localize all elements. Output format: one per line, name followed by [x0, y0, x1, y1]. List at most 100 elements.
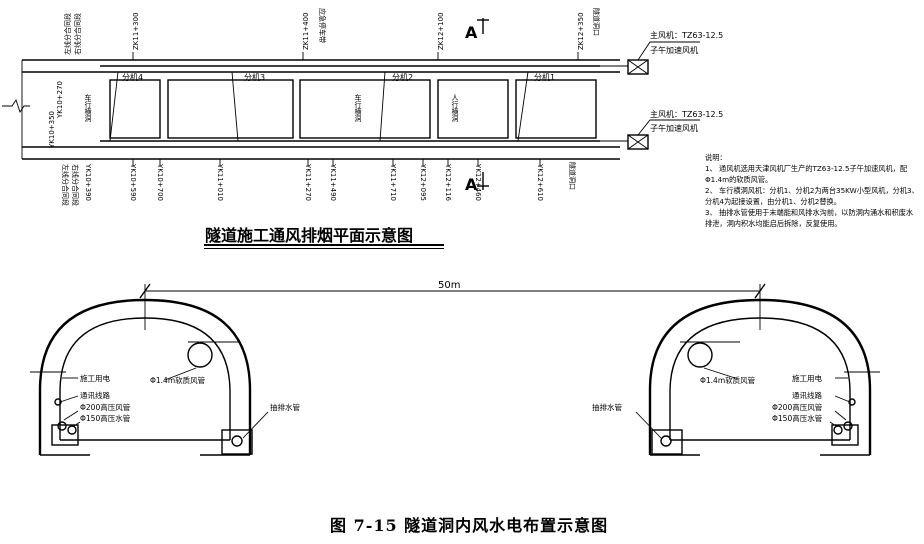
top-portal-label: 隧道洞口 — [592, 8, 601, 36]
bottom-left-code: YK10+390 — [84, 163, 92, 201]
cross-duct-2 — [379, 71, 386, 142]
figure-caption: 图 7-15 隧道洞内风水电布置示意图 — [330, 516, 609, 535]
left-pipe1-leader — [63, 410, 79, 421]
right-drain-box-l — [651, 429, 683, 455]
fan-label-4: 分机4 — [122, 72, 143, 82]
pillar-1 — [109, 79, 161, 139]
left-inner-lining — [59, 317, 231, 440]
section-mark-bottom: A — [465, 175, 478, 194]
left-pipe1-label: Φ200高压风管 — [80, 402, 131, 412]
bottom-station-3: YK11+010 — [216, 163, 224, 201]
right-pipe-2 — [843, 421, 853, 431]
left-drain-label: 抽排水管 — [270, 402, 300, 412]
bottom-station-10: YK12+610 — [536, 163, 544, 201]
right-duct-leader — [703, 367, 736, 379]
plan-title-underline — [204, 244, 444, 249]
emergency-bay-label: 应急停车带 — [318, 8, 327, 43]
bottom-station-7: YK12+095 — [419, 163, 427, 201]
right-drain-label: 抽排水管 — [592, 402, 622, 412]
left-duct-circle — [187, 342, 213, 368]
top-station-3: ZK12+100 — [437, 12, 445, 50]
pillar-5 — [515, 79, 597, 139]
fan-label-2: 分机2 — [392, 72, 413, 82]
left-pipe2-label: Φ150高压水管 — [80, 413, 131, 423]
break-mark — [2, 98, 30, 114]
left-pipe-2 — [57, 421, 67, 431]
main-fan-top-2: 子午加速风机 — [650, 45, 698, 55]
cross-tunnel-label-1: 车行横洞 — [84, 93, 92, 122]
bottom-left-contract-2: 右线分合同段 — [71, 164, 80, 206]
left-duct-label: Φ1.4m软质风管 — [150, 375, 206, 385]
cross-duct-4 — [109, 71, 119, 142]
left-drain-pipe — [231, 435, 243, 447]
right-pipe2-leader — [829, 421, 837, 427]
pillar-4 — [437, 79, 509, 139]
cross-duct-3 — [231, 71, 239, 142]
note-item-3: 3、 抽排水管使用于末端能和风排水沟前，以防洞内涌水和积废水排泄，洞内积水均能启… — [705, 208, 914, 228]
notes-heading: 说明： — [705, 153, 727, 162]
left-station-2: YK10+350 — [48, 111, 56, 149]
bottom-station-4: YK11+270 — [304, 163, 312, 201]
right-comm-leader — [834, 395, 851, 403]
pillar-2 — [167, 79, 294, 139]
bottom-station-8: YK12+116 — [444, 163, 452, 202]
pillar-3 — [299, 79, 431, 139]
main-fan-top-1: 主风机：TZ63-12.5 — [650, 30, 723, 40]
leader-bottom — [637, 119, 700, 136]
left-drain-box-r — [221, 429, 253, 455]
cross-tunnel-label-3: 人行横洞 — [451, 94, 459, 122]
note-item-1: 1、 通风机选用天津风机厂生产的TZ63-12.5子午加速风机，配Φ1.4m的软… — [705, 164, 908, 184]
bottom-station-1: YK10+590 — [129, 163, 137, 201]
left-outer-lining — [38, 298, 252, 455]
note-item-2: 2、 车行横洞风机：分机1、分机2为两台35KW小型风机，分机3、分机4为起接设… — [705, 186, 919, 206]
left-pipe2-leader — [73, 421, 81, 427]
left-power-label: 施工用电 — [80, 373, 110, 383]
right-pipe1-label: Φ200高压风管 — [772, 402, 823, 412]
left-drain-box-l — [51, 424, 79, 446]
right-duct-label: Φ1.4m软质风管 — [700, 375, 756, 385]
leader-top — [637, 41, 700, 61]
right-outer-lining — [648, 298, 872, 455]
bottom-station-6: YK11+710 — [389, 163, 397, 201]
left-drain-leader — [242, 411, 269, 439]
left-comm-leader — [59, 395, 79, 403]
fan-x4 — [627, 134, 649, 150]
left-pipe-3 — [67, 425, 77, 435]
cross-tunnel-label-2: 车行横洞 — [354, 93, 362, 122]
top-left-contract-1: 左线分合同段 — [63, 13, 72, 55]
notes-block: 说明： 1、 通风机选用天津风机厂生产的TZ63-12.5子午加速风机，配Φ1.… — [705, 152, 920, 229]
top-ticks — [132, 52, 579, 60]
top-left-contract-2: 右线分合同段 — [73, 13, 82, 55]
bottom-ticks — [132, 159, 541, 166]
cross-duct-1 — [517, 71, 529, 142]
right-pipe-3 — [833, 425, 843, 435]
section-mark-top: A — [465, 23, 478, 42]
main-fan-bottom-2: 子午加速风机 — [650, 123, 698, 133]
right-power-label: 施工用电 — [792, 373, 822, 383]
bottom-station-5: YK11+490 — [329, 163, 337, 201]
left-comm-label: 通讯线路 — [80, 390, 110, 400]
fan-label-3: 分机3 — [244, 72, 265, 82]
right-pipe2-label: Φ150高压水管 — [772, 413, 823, 423]
left-duct-leader — [164, 367, 197, 381]
top-station-2: ZK11+400 — [302, 12, 310, 50]
bottom-left-contract-1: 左线分合同段 — [61, 164, 70, 206]
right-comm-label: 通讯线路 — [792, 390, 822, 400]
top-station-4: ZK12+350 — [577, 12, 585, 50]
plan-title: 隧道施工通风排烟平面示意图 — [205, 226, 414, 245]
right-duct-circle — [687, 342, 713, 368]
bottom-station-2: YK10+700 — [156, 163, 164, 201]
top-station-1: ZK11+300 — [132, 12, 140, 50]
right-inner-lining — [669, 317, 851, 440]
fan-label-1: 分机1 — [534, 72, 555, 82]
right-drain-pipe — [660, 435, 672, 447]
bottom-portal-label: 隧道洞口 — [568, 162, 577, 190]
fan-x2 — [627, 59, 649, 75]
main-fan-bottom-1: 主风机：TZ63-12.5 — [650, 109, 723, 119]
bottom-station-9: YK12+460 — [474, 163, 482, 201]
right-pipe1-leader — [834, 410, 847, 421]
right-drain-leader — [635, 411, 662, 439]
left-station-1: YK10+270 — [56, 81, 64, 119]
